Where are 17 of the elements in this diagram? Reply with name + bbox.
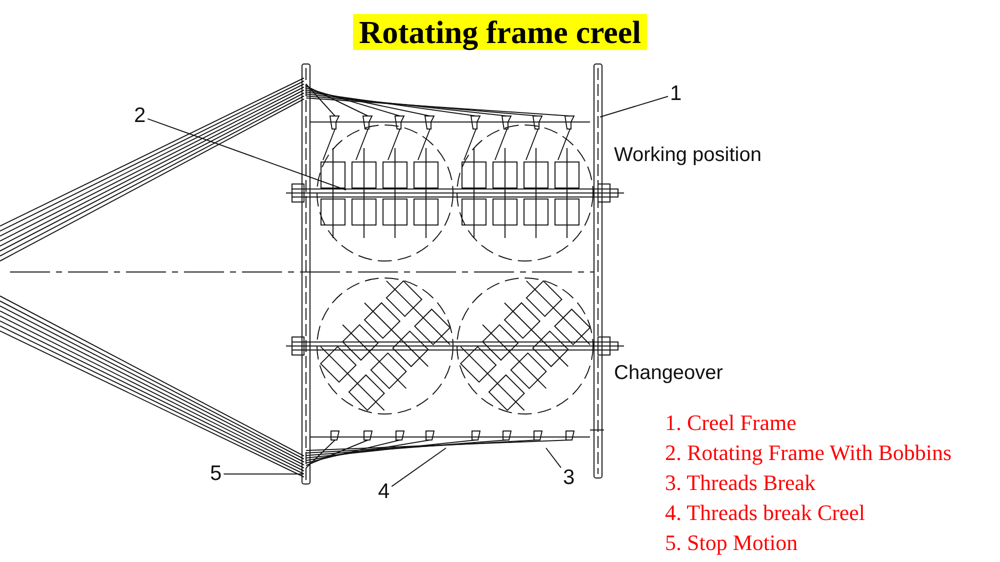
position-label: Changeover <box>614 362 723 385</box>
position-label: Working position <box>614 144 762 167</box>
legend-item: 5. Stop Motion <box>665 530 798 556</box>
callout-number: 1 <box>670 82 682 106</box>
callout-number: 3 <box>563 466 575 490</box>
callout-number: 4 <box>378 480 390 504</box>
legend-item: 3. Threads Break <box>665 470 816 496</box>
callout-number: 5 <box>210 462 222 486</box>
legend-item: 1. Creel Frame <box>665 410 796 436</box>
leader-line <box>546 448 562 468</box>
legend-item: 2. Rotating Frame With Bobbins <box>665 440 952 466</box>
leader-line <box>391 448 446 487</box>
leader-line <box>600 96 668 118</box>
legend-item: 4. Threads break Creel <box>665 500 865 526</box>
leader-line <box>147 118 346 190</box>
callout-number: 2 <box>134 104 146 128</box>
title: Rotating frame creel <box>353 14 647 50</box>
